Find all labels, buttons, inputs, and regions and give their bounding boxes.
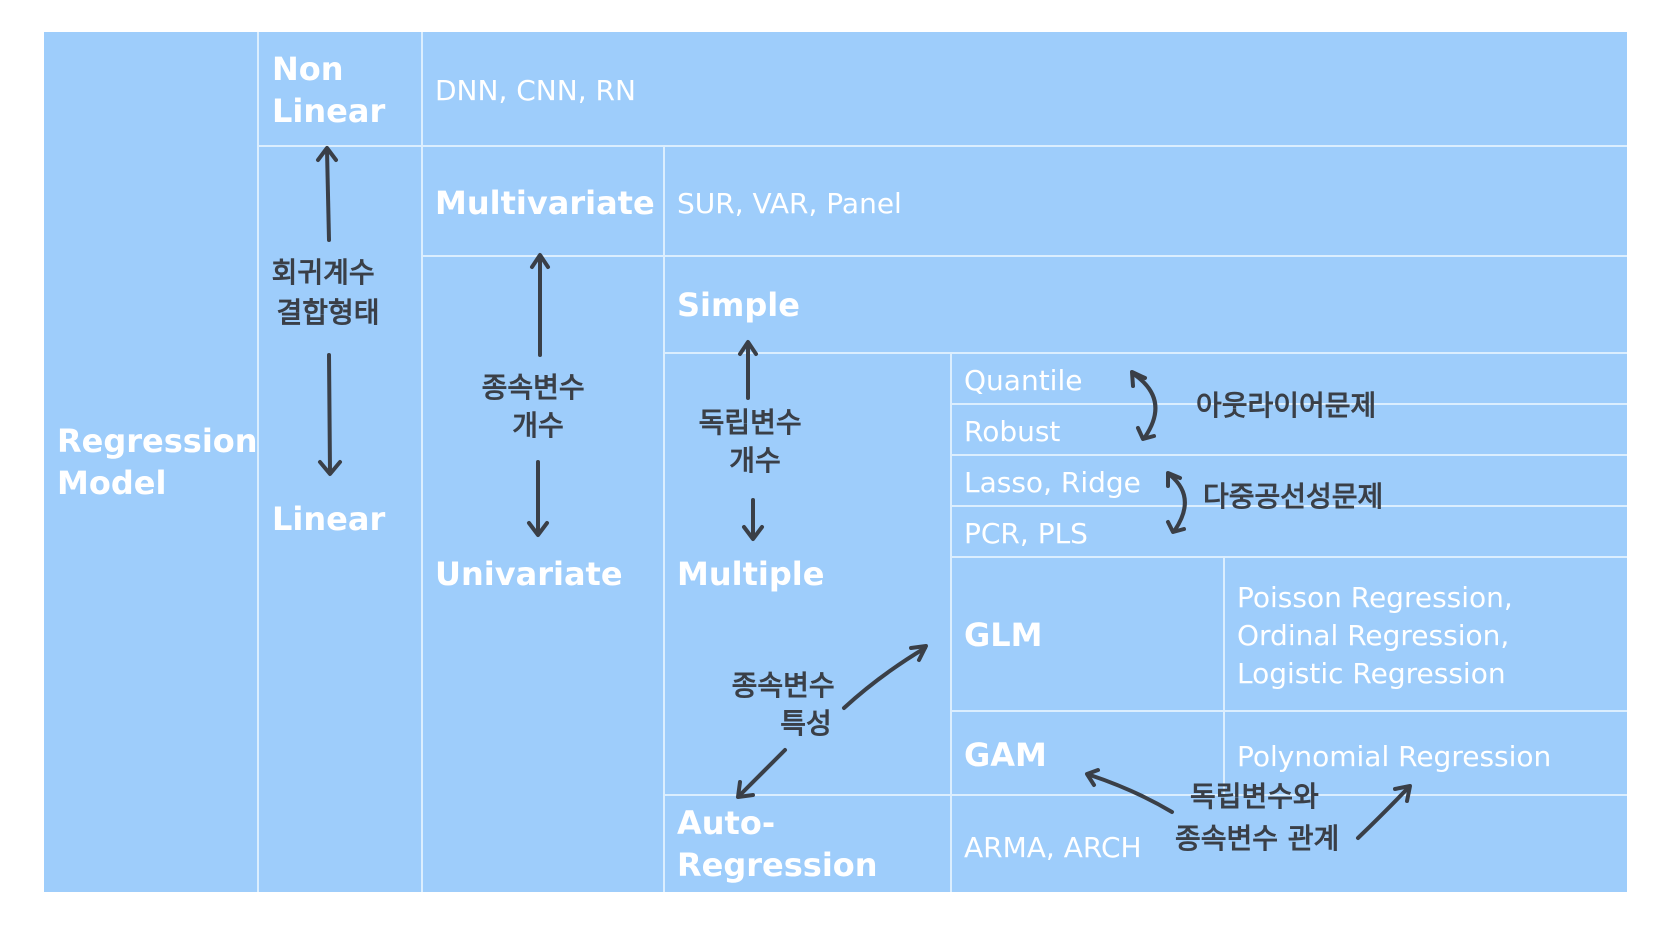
arrow-relation-poly: [1356, 784, 1412, 840]
annotation-dep-property-line1: 종속변수: [732, 669, 835, 702]
annotation-dep-count: 종속변수 개수: [482, 371, 595, 442]
non-linear-line1: Non: [272, 50, 344, 88]
annotation-relation: 독립변수와 종속변수 관계: [1175, 780, 1339, 855]
diagram-background: [44, 32, 1627, 892]
non-linear-label: Non Linear: [272, 50, 385, 130]
annotation-coef-form-line2: 결합형태: [276, 296, 379, 329]
annotation-relation-line2: 종속변수 관계: [1175, 822, 1339, 855]
simple-label: Simple: [677, 286, 800, 324]
regression-model-label: Regression Model: [57, 422, 269, 502]
multivariate-label: Multivariate: [435, 184, 655, 222]
arrow-indep-down: [742, 498, 764, 541]
glm-label: GLM: [964, 616, 1043, 654]
auto-regression-line1: Auto-: [677, 804, 775, 842]
regression-model-line1: Regression: [57, 422, 258, 460]
robust-label: Robust: [964, 415, 1060, 448]
regression-model-line2: Model: [57, 464, 166, 502]
annotation-coef-form-line1: 회귀계수: [272, 256, 375, 289]
auto-examples: ARMA, ARCH: [964, 831, 1142, 864]
arrow-indep-up: [738, 340, 758, 400]
annotation-dep-count-line1: 종속변수: [482, 371, 585, 404]
annotation-indep-count: 독립변수 개수: [699, 406, 812, 477]
arrow-coef-up: [316, 146, 338, 242]
annotation-indep-count-line2: 개수: [729, 444, 781, 477]
arrow-relation-gam: [1085, 768, 1174, 814]
univariate-label: Univariate: [435, 555, 623, 593]
annotation-dep-count-line2: 개수: [512, 409, 564, 442]
arrow-dep-property-auto: [736, 748, 787, 799]
auto-regression-label: Auto- Regression: [677, 804, 878, 884]
non-linear-line2: Linear: [272, 92, 385, 130]
multivariate-examples: SUR, VAR, Panel: [677, 187, 902, 220]
linear-label: Linear: [272, 500, 385, 538]
glm-examples: Poisson Regression, Ordinal Regression, …: [1237, 581, 1522, 690]
arrow-dep-property-glm: [842, 644, 928, 710]
annotation-indep-count-line1: 독립변수: [699, 406, 802, 439]
arrow-outlier-bracket: [1130, 370, 1158, 441]
multiple-label: Multiple: [677, 555, 824, 593]
nonlinear-examples: DNN, CNN, RN: [435, 74, 636, 107]
arrow-multicollinearity-bracket: [1166, 471, 1187, 534]
arrow-dep-down: [527, 460, 549, 537]
annotation-dep-property-line2: 특성: [780, 707, 832, 740]
quantile-label: Quantile: [964, 364, 1082, 397]
arrow-coef-down: [318, 353, 342, 476]
lasso-ridge-label: Lasso, Ridge: [964, 466, 1141, 499]
glm-example-logistic: Logistic Regression: [1237, 657, 1506, 690]
gam-label: GAM: [964, 736, 1047, 774]
annotation-outlier: 아웃라이어문제: [1196, 389, 1376, 422]
arrow-dep-up: [530, 253, 550, 357]
glm-example-poisson: Poisson Regression,: [1237, 581, 1513, 614]
annotation-coef-form: 회귀계수 결합형태: [272, 256, 385, 329]
glm-example-ordinal: Ordinal Regression,: [1237, 619, 1509, 652]
annotation-dep-property: 종속변수 특성: [732, 669, 845, 740]
annotation-relation-line1: 독립변수와: [1190, 780, 1319, 813]
gam-examples: Polynomial Regression: [1237, 740, 1551, 773]
auto-regression-line2: Regression: [677, 846, 878, 884]
annotation-multicollinearity: 다중공선성문제: [1203, 480, 1383, 513]
pcr-pls-label: PCR, PLS: [964, 517, 1088, 550]
